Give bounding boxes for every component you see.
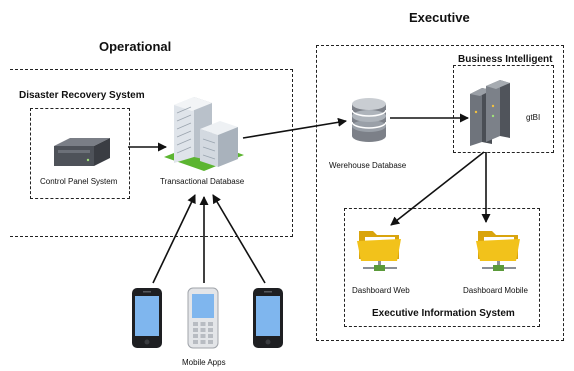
dashboard-mobile-label: Dashboard Mobile — [463, 286, 528, 295]
edge-gtbi-to-dashboard-web — [390, 151, 485, 226]
disaster-recovery-box — [30, 108, 130, 199]
dashboard-web-label: Dashboard Web — [352, 286, 410, 295]
disaster-recovery-label: Disaster Recovery System — [19, 90, 145, 101]
edge-transactional-to-warehouse — [242, 117, 347, 139]
smartphone-icon — [187, 287, 219, 349]
executive-information-label: Executive Information System — [372, 308, 515, 319]
transactional-db-label: Transactional Database — [160, 177, 245, 186]
control-panel-label: Control Panel System — [40, 177, 118, 186]
edge-mobile3-to-transactional — [212, 194, 266, 284]
folder-network-icon — [357, 231, 401, 271]
executive-information-box — [344, 208, 540, 327]
smartphone-icon — [132, 288, 162, 348]
warehouse-db-label: Werehouse Database — [329, 161, 407, 170]
folder-network-icon — [476, 231, 520, 271]
executive-region — [316, 45, 564, 341]
business-intelligent-label: Business Intelligent — [458, 54, 553, 65]
operational-heading: Operational — [99, 39, 172, 54]
office-building-icon — [164, 97, 244, 171]
database-cylinder-icon — [351, 98, 387, 142]
gtbi-label: gtBI — [526, 113, 541, 122]
mobile-apps-label: Mobile Apps — [182, 358, 226, 367]
edge-mobile1-to-transactional — [152, 194, 196, 284]
operational-region — [10, 69, 293, 237]
rack-device-icon — [54, 138, 110, 166]
business-intelligent-box — [453, 65, 554, 153]
smartphone-icon — [253, 288, 283, 348]
server-tower-icon — [470, 80, 510, 146]
executive-heading: Executive — [409, 10, 470, 25]
